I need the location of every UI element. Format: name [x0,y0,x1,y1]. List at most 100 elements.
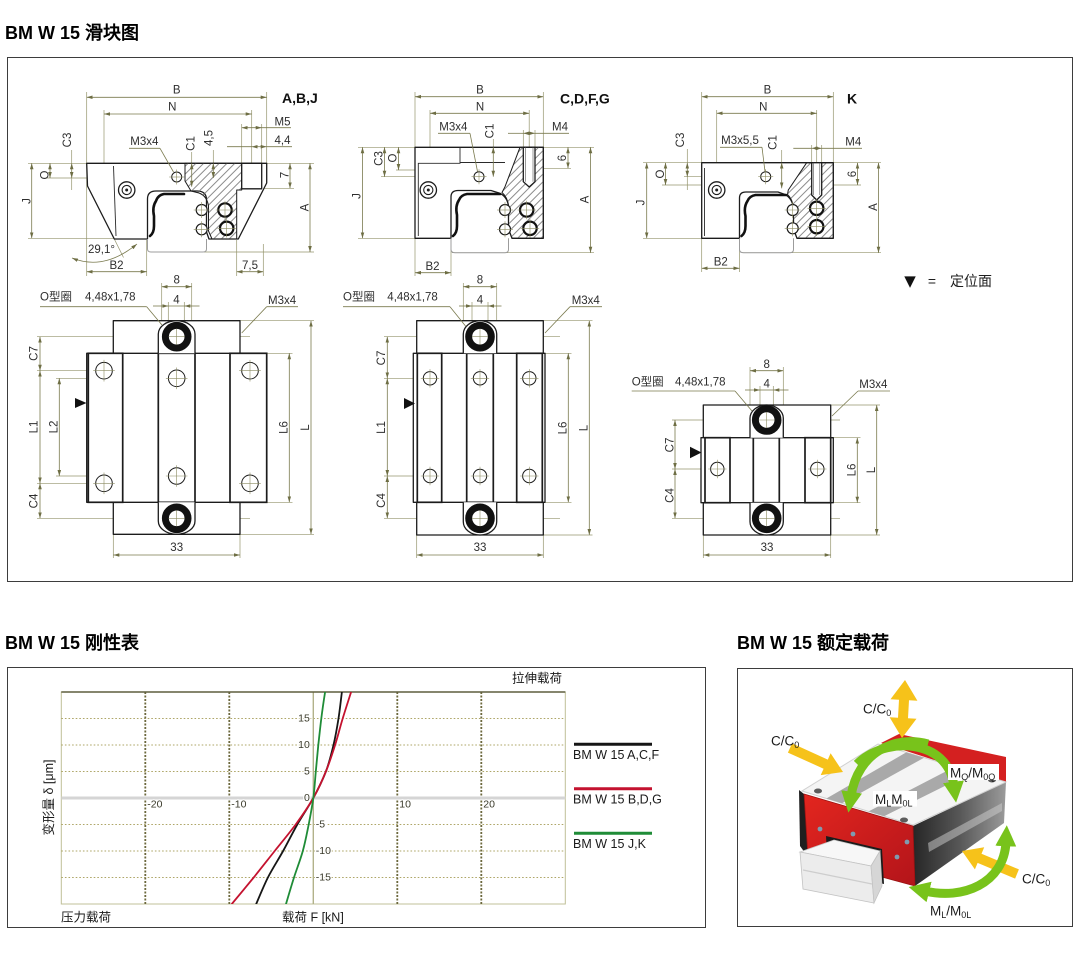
label-text: C/C [863,702,887,717]
mounting-hole [93,472,115,495]
label-J: J [636,200,648,206]
section-title-stiffness-chart: BM W 15 刚性表 [5,633,140,653]
end-cap-screw [817,826,823,832]
x-tick-label: 20 [483,799,495,811]
label-B2: B2 [109,260,123,272]
o-ring [751,503,782,534]
label-L6: L6 [847,464,859,477]
legend-equals-sign: = [928,273,936,289]
label-o-ring: O型圈 [40,290,72,304]
reference-edge-marker-icon [690,446,702,459]
label-o-ring-size: 4,48x1,78 [85,292,136,304]
label-width: 33 [761,542,774,554]
label-C1: C1 [768,135,780,150]
label-C4: C4 [665,488,677,503]
label-C3: C3 [62,133,74,148]
label-side-thread-depth: 6 [847,171,859,177]
legend-item: BM W 15 A,C,F [573,742,659,762]
legend-item: BM W 15 B,D,G [573,787,662,807]
label-C7: C7 [665,438,677,453]
label-A: A [868,203,880,211]
label-o-ring-boss-width: 8 [763,359,769,371]
rated-load-labels: C/C0 C/C0 C/C0 MQ/M0Q MLM0L ML/M0L [771,702,1050,921]
mounting-screw-hole [814,788,822,794]
leader-line [469,133,478,172]
label-L6: L6 [279,421,291,434]
x-axis-label: 载荷 F [kN] [282,911,344,925]
label-C1: C1 [186,136,198,151]
mounting-hole [420,466,440,486]
ball [215,200,235,220]
mounting-hole [808,459,827,479]
guide-rail [739,238,794,254]
label-side-thread: M4 [552,122,569,134]
leader-line [449,306,466,327]
label-width: 33 [170,542,183,554]
label-subscript: L [941,910,946,920]
label-background [873,791,917,807]
label-subscript: Q [961,772,968,782]
reference-surface-legend: ▼ = 定位面 [904,272,992,290]
legend-label: BM W 15 J,K [573,837,647,851]
label-text: M [930,904,941,919]
variant-label: K [847,90,857,106]
mounting-hole [520,369,539,388]
label-o-ring: O型圈 [632,375,664,389]
label-flank-angle: 29,1° [88,244,115,256]
ball [807,217,826,236]
transverse-moment-label: MQ/M0Q [950,766,995,783]
ball [520,219,540,238]
label-side-thread: M5 [275,117,291,129]
lateral-load-label-right: C/C0 [1022,872,1050,889]
sectioned-area [184,162,243,240]
label-subscript: 0Q [983,772,995,782]
label-C3: C3 [374,151,386,166]
label-N: N [168,102,176,114]
o-ring [161,503,192,534]
lube-port-center [715,188,719,192]
ball [217,219,236,238]
ball [807,199,826,218]
label-side-thread-height: 7 [280,172,292,178]
longitudinal-moment-label-top: MLM0L [875,792,913,809]
chart-series [230,692,352,904]
label-top-thread: M3x4 [130,136,159,148]
mounting-hole [520,466,539,486]
variant-label: C,D,F,G [560,90,610,106]
label-N: N [759,102,767,114]
rail-side-face [870,849,883,905]
y-tick-label: 15 [298,713,310,725]
mounting-hole [165,465,188,487]
legend-item: BM W 15 J,K [573,831,652,851]
longitudinal-moment-arrow-bottom-icon [908,825,1017,903]
mounting-thread-hole [169,169,185,185]
label-B: B [764,85,772,97]
leader-line [761,147,766,172]
end-cap-screw [904,839,910,845]
label-subscript: 0 [1045,878,1050,888]
label-L1: L1 [376,421,388,434]
label-o-ring-hole: 4 [173,295,180,307]
o-ring [465,503,495,534]
vertical-load-arrow-icon [889,680,918,738]
label-L: L [300,424,312,431]
chart-legend: BM W 15 A,C,F BM W 15 B,D,G BM W 15 J,K [573,742,662,851]
reference-edge-marker-icon [75,398,87,408]
mounting-screw-hole [900,817,908,823]
reference-edge-marker-icon [404,398,415,409]
label-text: C/C [1022,872,1046,887]
label-width: 33 [474,542,487,554]
label-C1: C1 [485,124,497,139]
mounting-hole [239,359,261,382]
mounting-hole [93,359,115,382]
guide-rail [147,239,207,253]
section-title-slider-drawing: BM W 15 滑块图 [5,23,140,43]
o-ring [465,321,495,352]
lube-port [117,181,136,199]
leader-line [544,306,571,334]
